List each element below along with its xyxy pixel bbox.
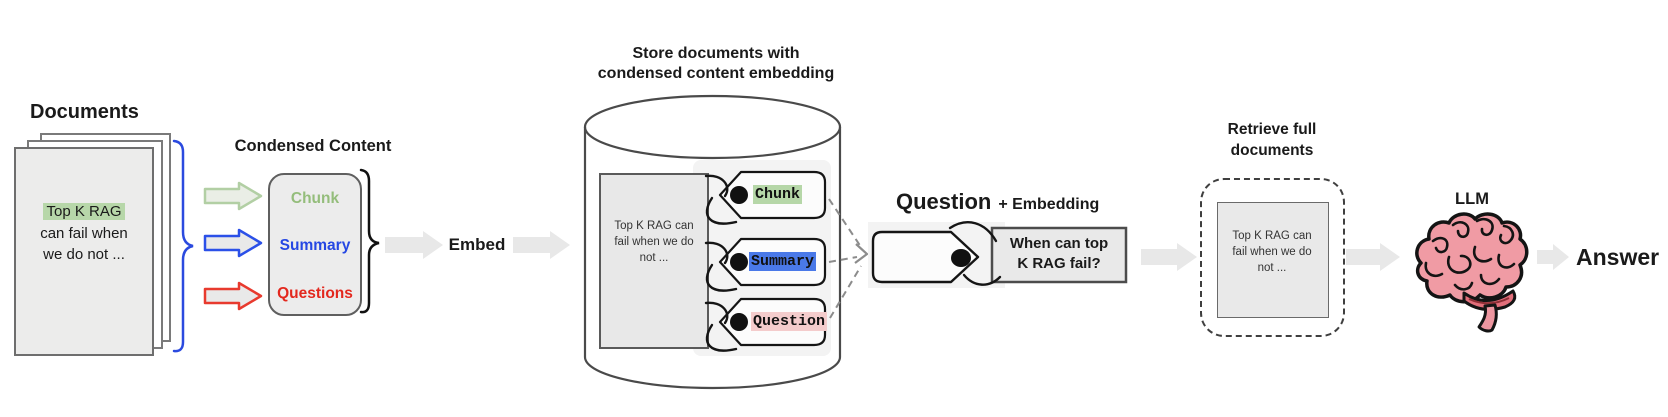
question-box-text: When can top K RAG fail? [1009, 235, 1109, 272]
document-line2: can fail when [40, 224, 128, 242]
dashed-line-summary [828, 256, 858, 263]
query-title-suffix: + Embedding [998, 196, 1100, 213]
documents-title: Documents [30, 101, 139, 123]
retrieved-documents-container [1200, 178, 1345, 337]
chunk-arrow-icon [203, 181, 263, 211]
stored-tag-chunk: Chunk [753, 185, 803, 204]
condensed-item-chunk: Chunk [290, 190, 340, 207]
summary-arrow-icon [203, 228, 263, 258]
store-title-line2: condensed content embedding [597, 65, 835, 82]
document-page-front: Top K RAG can fail when we do not ... [14, 147, 154, 356]
flow-arrow-icon-3 [1141, 243, 1197, 271]
stored-tag-summary: Summary [749, 252, 817, 271]
condensed-content-title: Condensed Content [234, 137, 392, 155]
flow-arrow-icon-5 [1537, 244, 1569, 270]
flow-arrow-icon-1 [385, 231, 443, 259]
flow-arrow-icon-2 [513, 231, 570, 259]
condensed-content-box: Chunk Summary Questions [268, 173, 362, 316]
dashed-line-question [829, 265, 862, 319]
brain-icon [1415, 212, 1529, 333]
query-title-main: Question [896, 189, 992, 214]
embed-label: Embed [448, 235, 506, 254]
stored-document-text: Top K RAG can fail when we do not ... [614, 220, 694, 264]
blue-brace [172, 139, 194, 353]
condensed-item-summary: Summary [279, 237, 351, 254]
answer-label: Answer [1576, 244, 1660, 270]
questions-arrow-icon [203, 281, 263, 311]
highlighted-text: Top K RAG [43, 203, 125, 220]
query-panel [868, 222, 1005, 288]
retrieve-title-line1: Retrieve full [1227, 121, 1317, 138]
retrieved-document [1217, 202, 1329, 318]
retrieved-document-text: Top K RAG can fail when we do not ... [1232, 230, 1312, 274]
black-brace [359, 168, 380, 314]
dashed-line-chunk [828, 198, 862, 248]
query-tag-icon [871, 221, 1002, 286]
llm-label: LLM [1455, 190, 1489, 208]
condensed-item-questions: Questions [277, 285, 353, 302]
document-text: Top K RAG can fail when we do not ... [16, 149, 152, 266]
store-title-line1: Store documents with [632, 45, 800, 62]
query-title: Question + Embedding [896, 189, 1099, 215]
dashed-arrowhead-icon [854, 243, 869, 264]
retrieve-title: Retrieve full documents [1202, 119, 1342, 161]
retrieve-title-line2: documents [1230, 142, 1314, 159]
store-title: Store documents with condensed content e… [586, 44, 846, 84]
stored-tag-question: Question [751, 312, 828, 331]
document-line3: we do not ... [43, 246, 125, 263]
flow-arrow-icon-4 [1346, 243, 1400, 271]
dashed-connectors [828, 198, 862, 319]
